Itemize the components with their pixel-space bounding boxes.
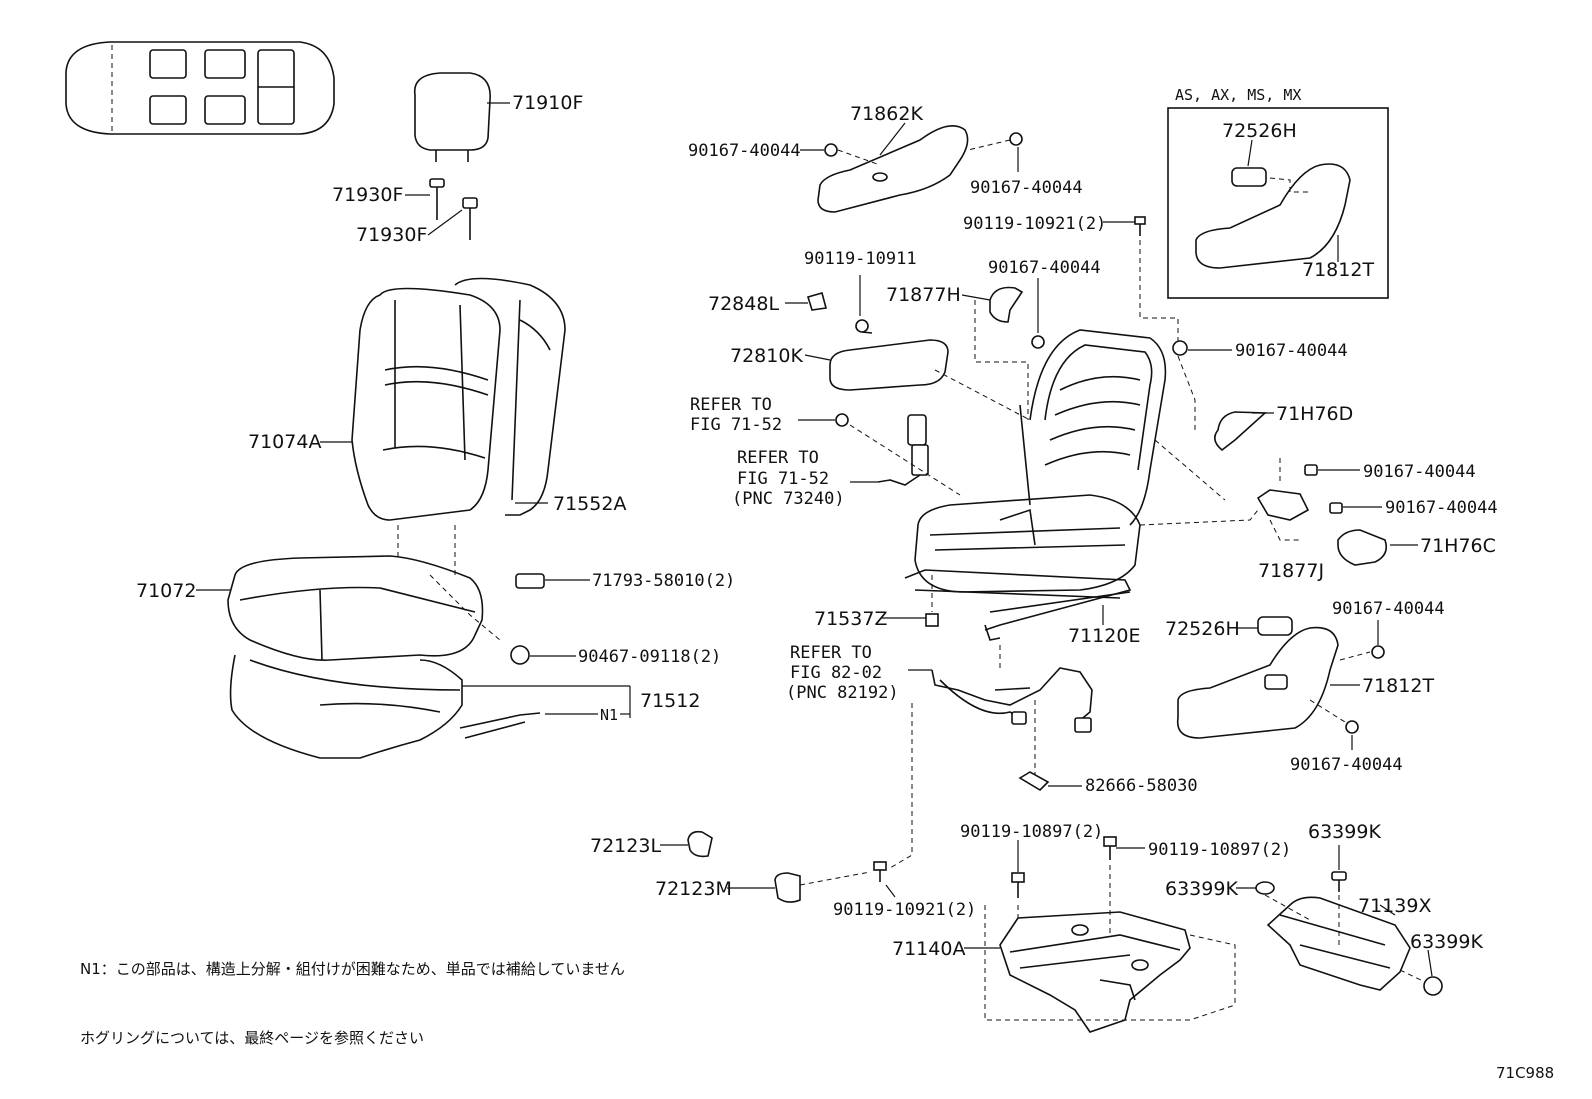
headrest-support	[405, 178, 478, 240]
callout-fig-71-52: FIG 71-52	[690, 415, 782, 435]
n1-sensor-wire	[459, 712, 630, 739]
seatback-cover	[320, 287, 501, 521]
callout-N1: N1	[600, 706, 618, 724]
callout-90119-10921: 90119-10921(2)	[963, 214, 1106, 234]
callout-71910F: 71910F	[512, 92, 583, 114]
callout-90119-10897: 90119-10897(2)	[960, 822, 1103, 842]
note-n1: N1：この部品は、構造上分解・組付けが困難なため、単品では補給していません	[80, 960, 625, 978]
callout-72526H: 72526H	[1222, 120, 1297, 142]
callout-71877J: 71877J	[1258, 560, 1324, 582]
callout-71140A: 71140A	[892, 938, 965, 960]
callout-90167-40044: 90167-40044	[1290, 755, 1403, 775]
callout-refer-to: REFER TO	[790, 643, 872, 663]
seat-riser-base	[964, 905, 1236, 1033]
callout-pnc-73240: (PNC 73240)	[732, 489, 845, 509]
callout-71139X: 71139X	[1358, 895, 1431, 917]
callout-fig-82-02: FIG 82-02	[790, 663, 882, 683]
seat-wire-harness	[889, 645, 1093, 869]
hidden-line	[429, 574, 501, 641]
callout-refer-to: REFER TO	[737, 448, 819, 468]
callout-63399K: 63399K	[1308, 821, 1381, 843]
seat-side-shield	[800, 122, 1023, 213]
note-hog-ring: ホグリングについては、最終ページを参照ください	[80, 1029, 424, 1047]
callout-71877H: 71877H	[886, 284, 961, 306]
callout-90119-10921: 90119-10921(2)	[833, 900, 976, 920]
callout-90167-40044: 90167-40044	[688, 141, 801, 161]
frame-bolts	[1011, 836, 1145, 935]
callout-90119-10897: 90119-10897(2)	[1148, 840, 1291, 860]
callout-90167-40044: 90167-40044	[970, 178, 1083, 198]
callout-71H76D: 71H76D	[1276, 403, 1353, 425]
callout-71793-58010: 71793-58010(2)	[592, 571, 735, 591]
callout-90167-40044: 90167-40044	[1235, 341, 1348, 361]
option-box-title: AS, AX, MS, MX	[1175, 86, 1301, 104]
recliner-covers-right	[1139, 340, 1418, 566]
hidden-line	[397, 525, 456, 575]
callout-90167-40044: 90167-40044	[1363, 462, 1476, 482]
seat-cushion-pad	[229, 654, 631, 759]
callout-71812T: 71812T	[1302, 259, 1374, 281]
callout-fig-71-52: FIG 71-52	[737, 469, 829, 489]
armrest-parts	[785, 275, 1031, 421]
diagram-code: 71C988	[1496, 1064, 1554, 1082]
callout-71074A: 71074A	[248, 431, 321, 453]
side-cover-lower	[1176, 616, 1385, 750]
callout-71H76C: 71H76C	[1420, 535, 1496, 557]
callout-71120E: 71120E	[1068, 625, 1140, 647]
callout-90119-10911: 90119-10911	[804, 249, 917, 269]
callout-71537Z: 71537Z	[814, 608, 887, 630]
callout-71930F: 71930F	[356, 224, 427, 246]
callout-82666-58030: 82666-58030	[1085, 776, 1198, 796]
clip-fastener	[510, 645, 530, 665]
callout-63399K: 63399K	[1410, 931, 1483, 953]
seat-track-cover	[882, 575, 939, 627]
side-cover-base	[1236, 845, 1443, 996]
callout-refer-to: REFER TO	[690, 395, 772, 415]
callout-72526H: 72526H	[1165, 618, 1240, 640]
wire-clamp	[1018, 771, 1082, 792]
callout-63399K: 63399K	[1165, 878, 1238, 900]
callout-72848L: 72848L	[708, 293, 779, 315]
callout-71930F: 71930F	[332, 184, 403, 206]
option-box	[1167, 107, 1389, 299]
callout-71512: 71512	[640, 690, 700, 712]
seat-frame	[904, 329, 1167, 641]
callout-90167-40044: 90167-40044	[1332, 599, 1445, 619]
bolt-caps	[660, 830, 896, 903]
hook-clip	[515, 573, 545, 589]
callout-72810K: 72810K	[730, 345, 803, 367]
callout-90167-40044: 90167-40044	[1385, 498, 1498, 518]
callout-90467-09118: 90467-09118(2)	[578, 647, 721, 667]
callout-71552A: 71552A	[553, 493, 626, 515]
bolt	[1103, 216, 1179, 345]
seatbelt-buckle-parts	[798, 413, 961, 496]
callout-72123L: 72123L	[590, 835, 661, 857]
vehicle-locator-icon	[65, 41, 335, 135]
callout-71072: 71072	[136, 580, 196, 602]
callout-72123M: 72123M	[655, 878, 732, 900]
callout-71862K: 71862K	[850, 103, 923, 125]
callout-90167-40044: 90167-40044	[988, 258, 1101, 278]
callout-pnc-82192: (PNC 82192)	[786, 683, 899, 703]
headrest	[413, 72, 510, 162]
callout-71812T: 71812T	[1362, 675, 1434, 697]
seatback-pad	[454, 277, 566, 516]
seat-cushion-cover	[196, 555, 484, 661]
recliner-cover-bracket	[961, 278, 1045, 420]
